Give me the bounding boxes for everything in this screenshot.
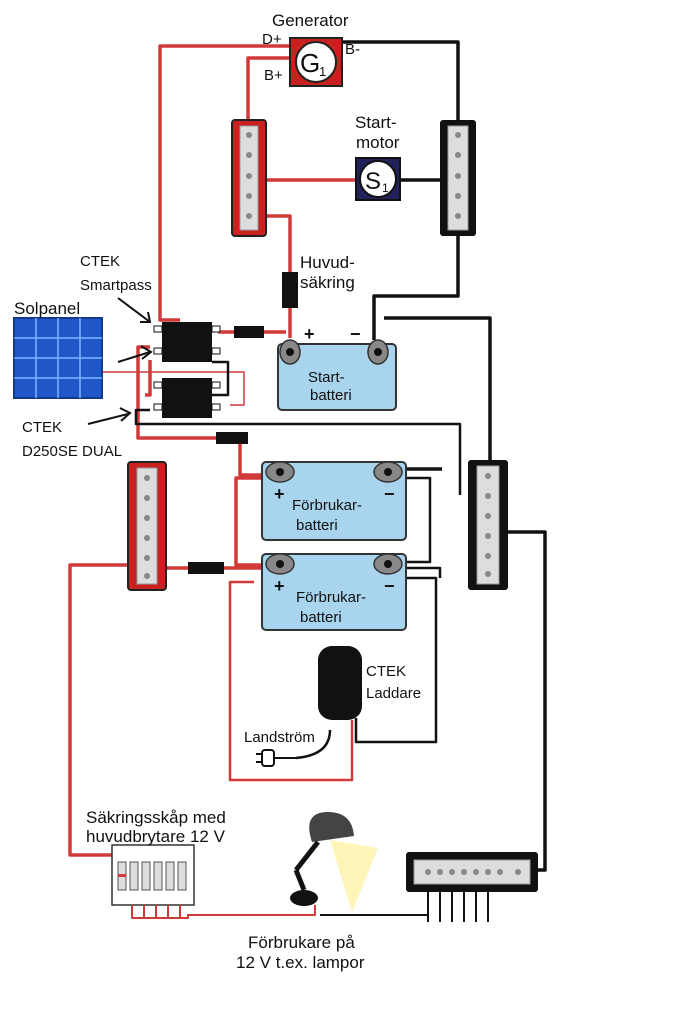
- b-minus-label: B-: [345, 41, 360, 58]
- start-battery: [277, 339, 397, 411]
- ctek-charger-label-2: Laddare: [366, 685, 421, 702]
- starter-motor: S 1: [355, 157, 401, 201]
- consumer-battery-fuse-top: [216, 432, 248, 444]
- s1-index: 1: [382, 181, 389, 195]
- d-plus-label: D+: [262, 31, 282, 48]
- fuse-box-label-2: huvudbrytare 12 V: [86, 827, 226, 846]
- consumer-battery-2-label-1: Förbrukar-: [296, 589, 366, 606]
- solar-panel-label: Solpanel: [14, 299, 80, 318]
- consumer-fuse-left: [188, 562, 224, 574]
- smartpass-fuse: [234, 326, 264, 338]
- lamp-icon: [290, 812, 378, 912]
- d250-input-arrow: [117, 345, 153, 363]
- start-motor-label-2: motor: [356, 133, 400, 152]
- g1-index: 1: [319, 64, 326, 79]
- consumer-battery-2: [261, 553, 407, 631]
- consumers-label-2: 12 V t.ex. lampor: [236, 953, 365, 972]
- fuse-box-outputs: [131, 905, 181, 918]
- start-battery-label-1: Start-: [308, 369, 345, 386]
- ctek-charger-label-1: CTEK: [366, 663, 406, 680]
- consumer-battery-1-plus: +: [274, 484, 285, 504]
- s1-letter: S: [365, 168, 381, 195]
- generator-label: Generator: [272, 11, 349, 30]
- black-busbar-right: [468, 460, 508, 590]
- consumer-battery-2-label-2: batteri: [300, 609, 342, 626]
- red-busbar-left: [127, 461, 167, 591]
- g1-letter: G: [300, 48, 320, 78]
- start-motor-label-1: Start-: [355, 113, 397, 132]
- ctek-d250-label-2: D250SE DUAL: [22, 443, 122, 460]
- black-busbar-top: [440, 120, 476, 236]
- generator: G 1: [289, 37, 343, 87]
- solar-panel: [13, 317, 103, 399]
- start-battery-plus: +: [304, 324, 315, 344]
- consumer-battery-1: [261, 461, 407, 541]
- ctek-d250-label-1: CTEK: [22, 419, 62, 436]
- shore-power-label: Landström: [244, 729, 315, 746]
- start-battery-label-2: batteri: [310, 387, 352, 404]
- consumers-label-1: Förbrukare på: [248, 933, 355, 952]
- fuse-box-label-1: Säkringsskåp med: [86, 808, 226, 827]
- consumer-battery-1-label-1: Förbrukar-: [292, 497, 362, 514]
- ctek-smartpass: [153, 322, 221, 362]
- red-busbar-top: [231, 119, 267, 237]
- consumer-battery-2-plus: +: [274, 576, 285, 596]
- consumer-terminal-panel: [406, 852, 538, 892]
- fuse-box: [111, 844, 195, 906]
- d250-pointer-arrow: [87, 407, 132, 425]
- consumer-battery-1-label-2: batteri: [296, 517, 338, 534]
- main-fuse-label-1: Huvud-: [300, 253, 355, 272]
- consumer-battery-1-minus: −: [384, 484, 395, 504]
- start-battery-minus: −: [350, 324, 361, 344]
- main-fuse: [282, 272, 298, 308]
- ctek-d250se-dual: [153, 378, 221, 418]
- consumer-battery-2-minus: −: [384, 576, 395, 596]
- ctek-smartpass-label-1: CTEK: [80, 253, 120, 270]
- smartpass-pointer-arrow: [117, 297, 152, 323]
- negative-wiring: [134, 40, 547, 922]
- shore-power-plug-icon: [256, 749, 296, 767]
- main-fuse-label-2: säkring: [300, 273, 355, 292]
- ctek-smartpass-label-2: Smartpass: [80, 277, 152, 294]
- b-plus-label: B+: [264, 67, 283, 84]
- ctek-charger: [318, 646, 362, 720]
